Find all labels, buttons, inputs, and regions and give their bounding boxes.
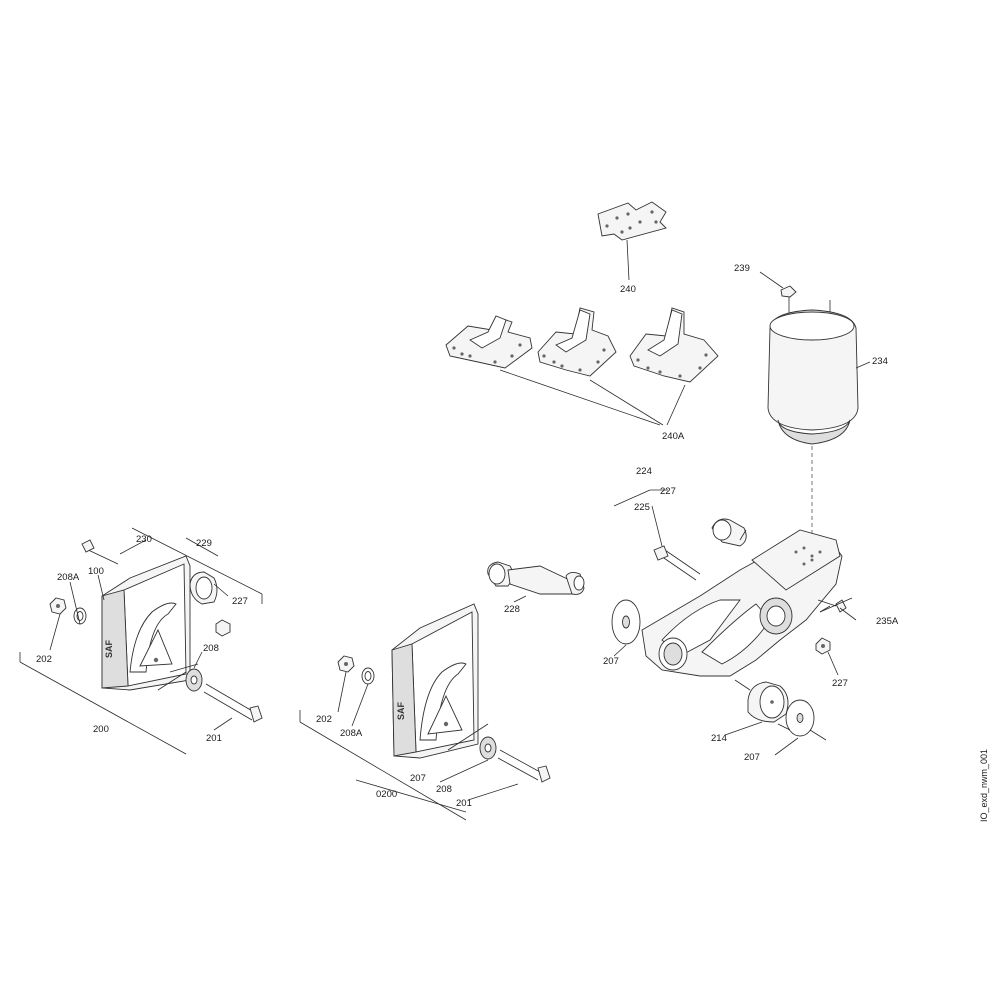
label-208A-mid: 208A xyxy=(340,728,363,739)
hanger-bracket-240A-1 xyxy=(445,315,533,369)
label-100: 100 xyxy=(88,566,104,577)
label-202-left: 202 xyxy=(36,654,52,665)
label-235A: 235A xyxy=(876,616,899,627)
hanger-bracket-assembly-0200: SAF xyxy=(337,603,551,783)
label-207-mid: 207 xyxy=(603,656,619,667)
label-208-left: 208 xyxy=(203,643,219,654)
hanger-bracket-240A-2 xyxy=(537,307,617,377)
label-208-mid: 208 xyxy=(436,784,452,795)
label-200: 200 xyxy=(93,724,109,735)
label-214: 214 xyxy=(711,733,727,744)
label-0200: 0200 xyxy=(376,789,397,800)
label-224: 224 xyxy=(636,466,652,477)
label-240: 240 xyxy=(620,284,636,295)
label-201-mid: 201 xyxy=(456,798,472,809)
drawing-code: IO_exd_nwm_001 xyxy=(979,749,989,822)
label-207-right: 207 xyxy=(744,752,760,763)
label-208A-left: 208A xyxy=(57,572,80,583)
hanger-bracket-assembly-200: SAF xyxy=(49,539,263,723)
label-234: 234 xyxy=(872,356,888,367)
air-spring-234 xyxy=(759,271,871,445)
label-230: 230 xyxy=(136,534,152,545)
label-227-top: 227 xyxy=(660,486,676,497)
label-239: 239 xyxy=(734,263,750,274)
mounting-plate-240 xyxy=(597,201,667,241)
label-207-low: 207 xyxy=(410,773,426,784)
label-202-mid: 202 xyxy=(316,714,332,725)
label-228: 228 xyxy=(504,604,520,615)
bracket-logo-left: SAF xyxy=(104,639,114,658)
label-227-right: 227 xyxy=(832,678,848,689)
shock-absorber-228 xyxy=(487,561,585,603)
bracket-logo-middle: SAF xyxy=(396,701,406,720)
label-240A: 240A xyxy=(662,431,685,442)
label-201-left: 201 xyxy=(206,733,222,744)
label-229: 229 xyxy=(196,538,212,549)
callout-labels: 240 239 234 240A 224 227 225 235A 227 20… xyxy=(36,263,899,809)
label-227-left: 227 xyxy=(232,596,248,607)
trailing-arm-assembly xyxy=(611,505,857,741)
hanger-bracket-240A-3 xyxy=(629,307,719,383)
label-225: 225 xyxy=(634,502,650,513)
